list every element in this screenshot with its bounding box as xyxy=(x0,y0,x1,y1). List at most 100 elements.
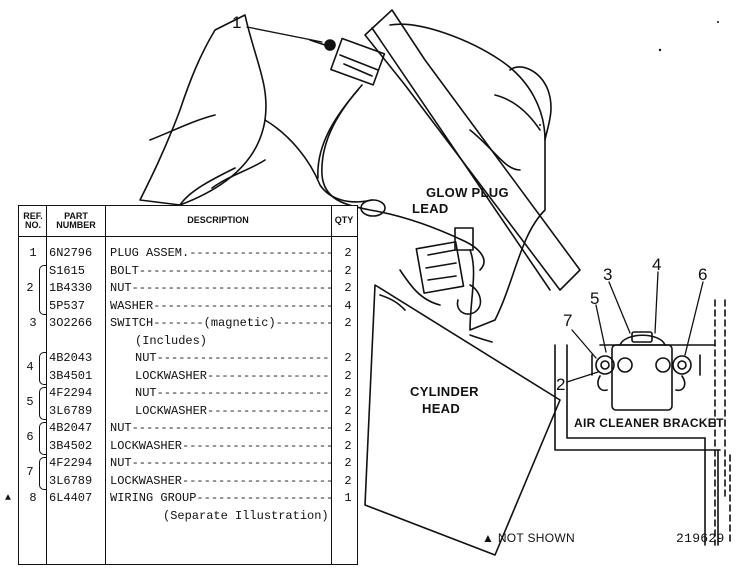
quantity: 2 xyxy=(344,246,352,260)
table-row: 4F2294 NUT---------------------------- 2 xyxy=(19,455,357,473)
table-row: 3 3O2266 SWITCH-------(magnetic)-------- 2 xyxy=(19,315,357,333)
callout-3: 3 xyxy=(603,265,613,284)
leader-dashes: ------------------------ xyxy=(156,386,330,400)
description: BOLT--------------------------- xyxy=(110,263,335,281)
description-text: WASHER xyxy=(110,298,154,313)
not-shown-symbol: ▲ xyxy=(482,531,495,545)
group-brace xyxy=(39,264,46,315)
part-number: 3B4502 xyxy=(49,438,93,453)
quantity: 2 xyxy=(344,438,352,453)
callout-5: 5 xyxy=(590,289,600,308)
description: NUT---------------------------- xyxy=(110,280,335,298)
description-text: NUT xyxy=(110,456,132,470)
magnetic-switch-assembly xyxy=(554,299,731,546)
engine-body-outline xyxy=(139,14,267,206)
callout-6: 6 xyxy=(698,265,708,284)
leader-dashes: ------------------------- xyxy=(153,298,334,313)
glow-plug-lead-wire xyxy=(321,84,485,271)
description: (Separate Illustration) xyxy=(163,508,388,526)
callout-4: 4 xyxy=(652,255,662,274)
quantity: 2 xyxy=(344,281,352,295)
part-number: 1B4330 xyxy=(49,281,93,295)
part-number: 3B4501 xyxy=(49,368,93,383)
print-specks xyxy=(539,21,719,126)
header-description: DESCRIPTION xyxy=(187,215,249,226)
table-row: (Includes) xyxy=(19,333,357,351)
header-part-number: PART NUMBER xyxy=(56,210,96,230)
leader-dashes: ---------------------------- xyxy=(131,456,334,470)
leader-dashes: ------------------- xyxy=(196,491,334,505)
callout-2: 2 xyxy=(556,375,566,394)
ref-no: 3 xyxy=(29,316,37,330)
description: (Includes) xyxy=(135,333,360,351)
col-divider xyxy=(46,206,47,564)
not-shown-marker: ▲ xyxy=(5,493,12,504)
description-text: LOCKWASHER xyxy=(110,473,183,488)
description-text: LOCKWASHER xyxy=(135,403,208,418)
group-ref-no: 2 xyxy=(26,280,34,295)
table-row: 3B4502 LOCKWASHER--------------------- 2 xyxy=(19,438,357,456)
part-number: 4F2294 xyxy=(49,386,93,400)
quantity: 2 xyxy=(344,403,352,418)
description-text: SWITCH xyxy=(110,316,154,330)
description-text: NUT xyxy=(135,386,157,400)
description-text: LOCKWASHER xyxy=(110,438,183,453)
leader-dashes: --------------------------- xyxy=(138,263,334,278)
description: NUT------------------------ xyxy=(135,350,360,368)
leader-dashes: --------------------- xyxy=(182,473,334,488)
leader-dashes: ---------------------------- xyxy=(131,421,334,435)
description: PLUG ASSEM.-------------------- xyxy=(110,245,335,263)
part-number: 6L4407 xyxy=(49,491,93,505)
not-shown-legend: ▲ NOT SHOWN xyxy=(482,531,575,545)
cylinder-label: CYLINDER xyxy=(410,384,479,399)
quantity: 2 xyxy=(344,316,352,330)
quantity: 2 xyxy=(344,263,352,278)
quantity: 2 xyxy=(344,421,352,435)
part-number: 3L6789 xyxy=(49,473,93,488)
table-row: 1B4330 NUT---------------------------- 2 xyxy=(19,280,357,298)
part-number: 3O2266 xyxy=(49,316,93,330)
part-number: 4B2047 xyxy=(49,421,93,435)
description-text: (Includes) xyxy=(135,333,208,348)
figure-number: 219629 xyxy=(676,531,725,546)
description: SWITCH-------(magnetic)-------- xyxy=(110,315,335,333)
leader-dashes: ------- xyxy=(153,316,204,330)
col-divider xyxy=(331,206,332,564)
quantity: 4 xyxy=(344,298,352,313)
description: LOCKWASHER--------------------- xyxy=(110,438,335,456)
part-number: 4F2294 xyxy=(49,456,93,470)
group-brace xyxy=(39,352,46,385)
description-text: NUT xyxy=(110,421,132,435)
ref-no: 1 xyxy=(29,246,37,260)
ref-no: 8 xyxy=(29,491,37,505)
leader-dashes: -------------------- xyxy=(189,246,334,260)
description-text: NUT xyxy=(135,351,157,365)
group-ref-no: 5 xyxy=(26,394,34,409)
description: LOCKWASHER----------------- xyxy=(135,403,360,421)
part-number: 4B2043 xyxy=(49,351,93,365)
leader-dashes: ---------------------------- xyxy=(131,281,334,295)
part-number: 3L6789 xyxy=(49,403,93,418)
air-cleaner-bracket-label: AIR CLEANER BRACKET xyxy=(574,416,724,430)
description: NUT---------------------------- xyxy=(110,455,335,473)
description-text: NUT xyxy=(110,281,132,295)
not-shown-text: NOT SHOWN xyxy=(497,531,575,545)
quantity: 2 xyxy=(344,473,352,488)
description: WIRING GROUP------------------- xyxy=(110,490,335,508)
leader-dashes: --------------------- xyxy=(182,438,334,453)
group-ref-no: 6 xyxy=(26,429,34,444)
description: NUT---------------------------- xyxy=(110,420,335,438)
quantity: 2 xyxy=(344,456,352,470)
description: WASHER------------------------- xyxy=(110,298,335,316)
group-brace xyxy=(39,387,46,420)
table-row: 3L6789 LOCKWASHER--------------------- 2 xyxy=(19,473,357,491)
engine-right-housing xyxy=(389,23,546,331)
cylinder-head-block xyxy=(364,284,561,556)
